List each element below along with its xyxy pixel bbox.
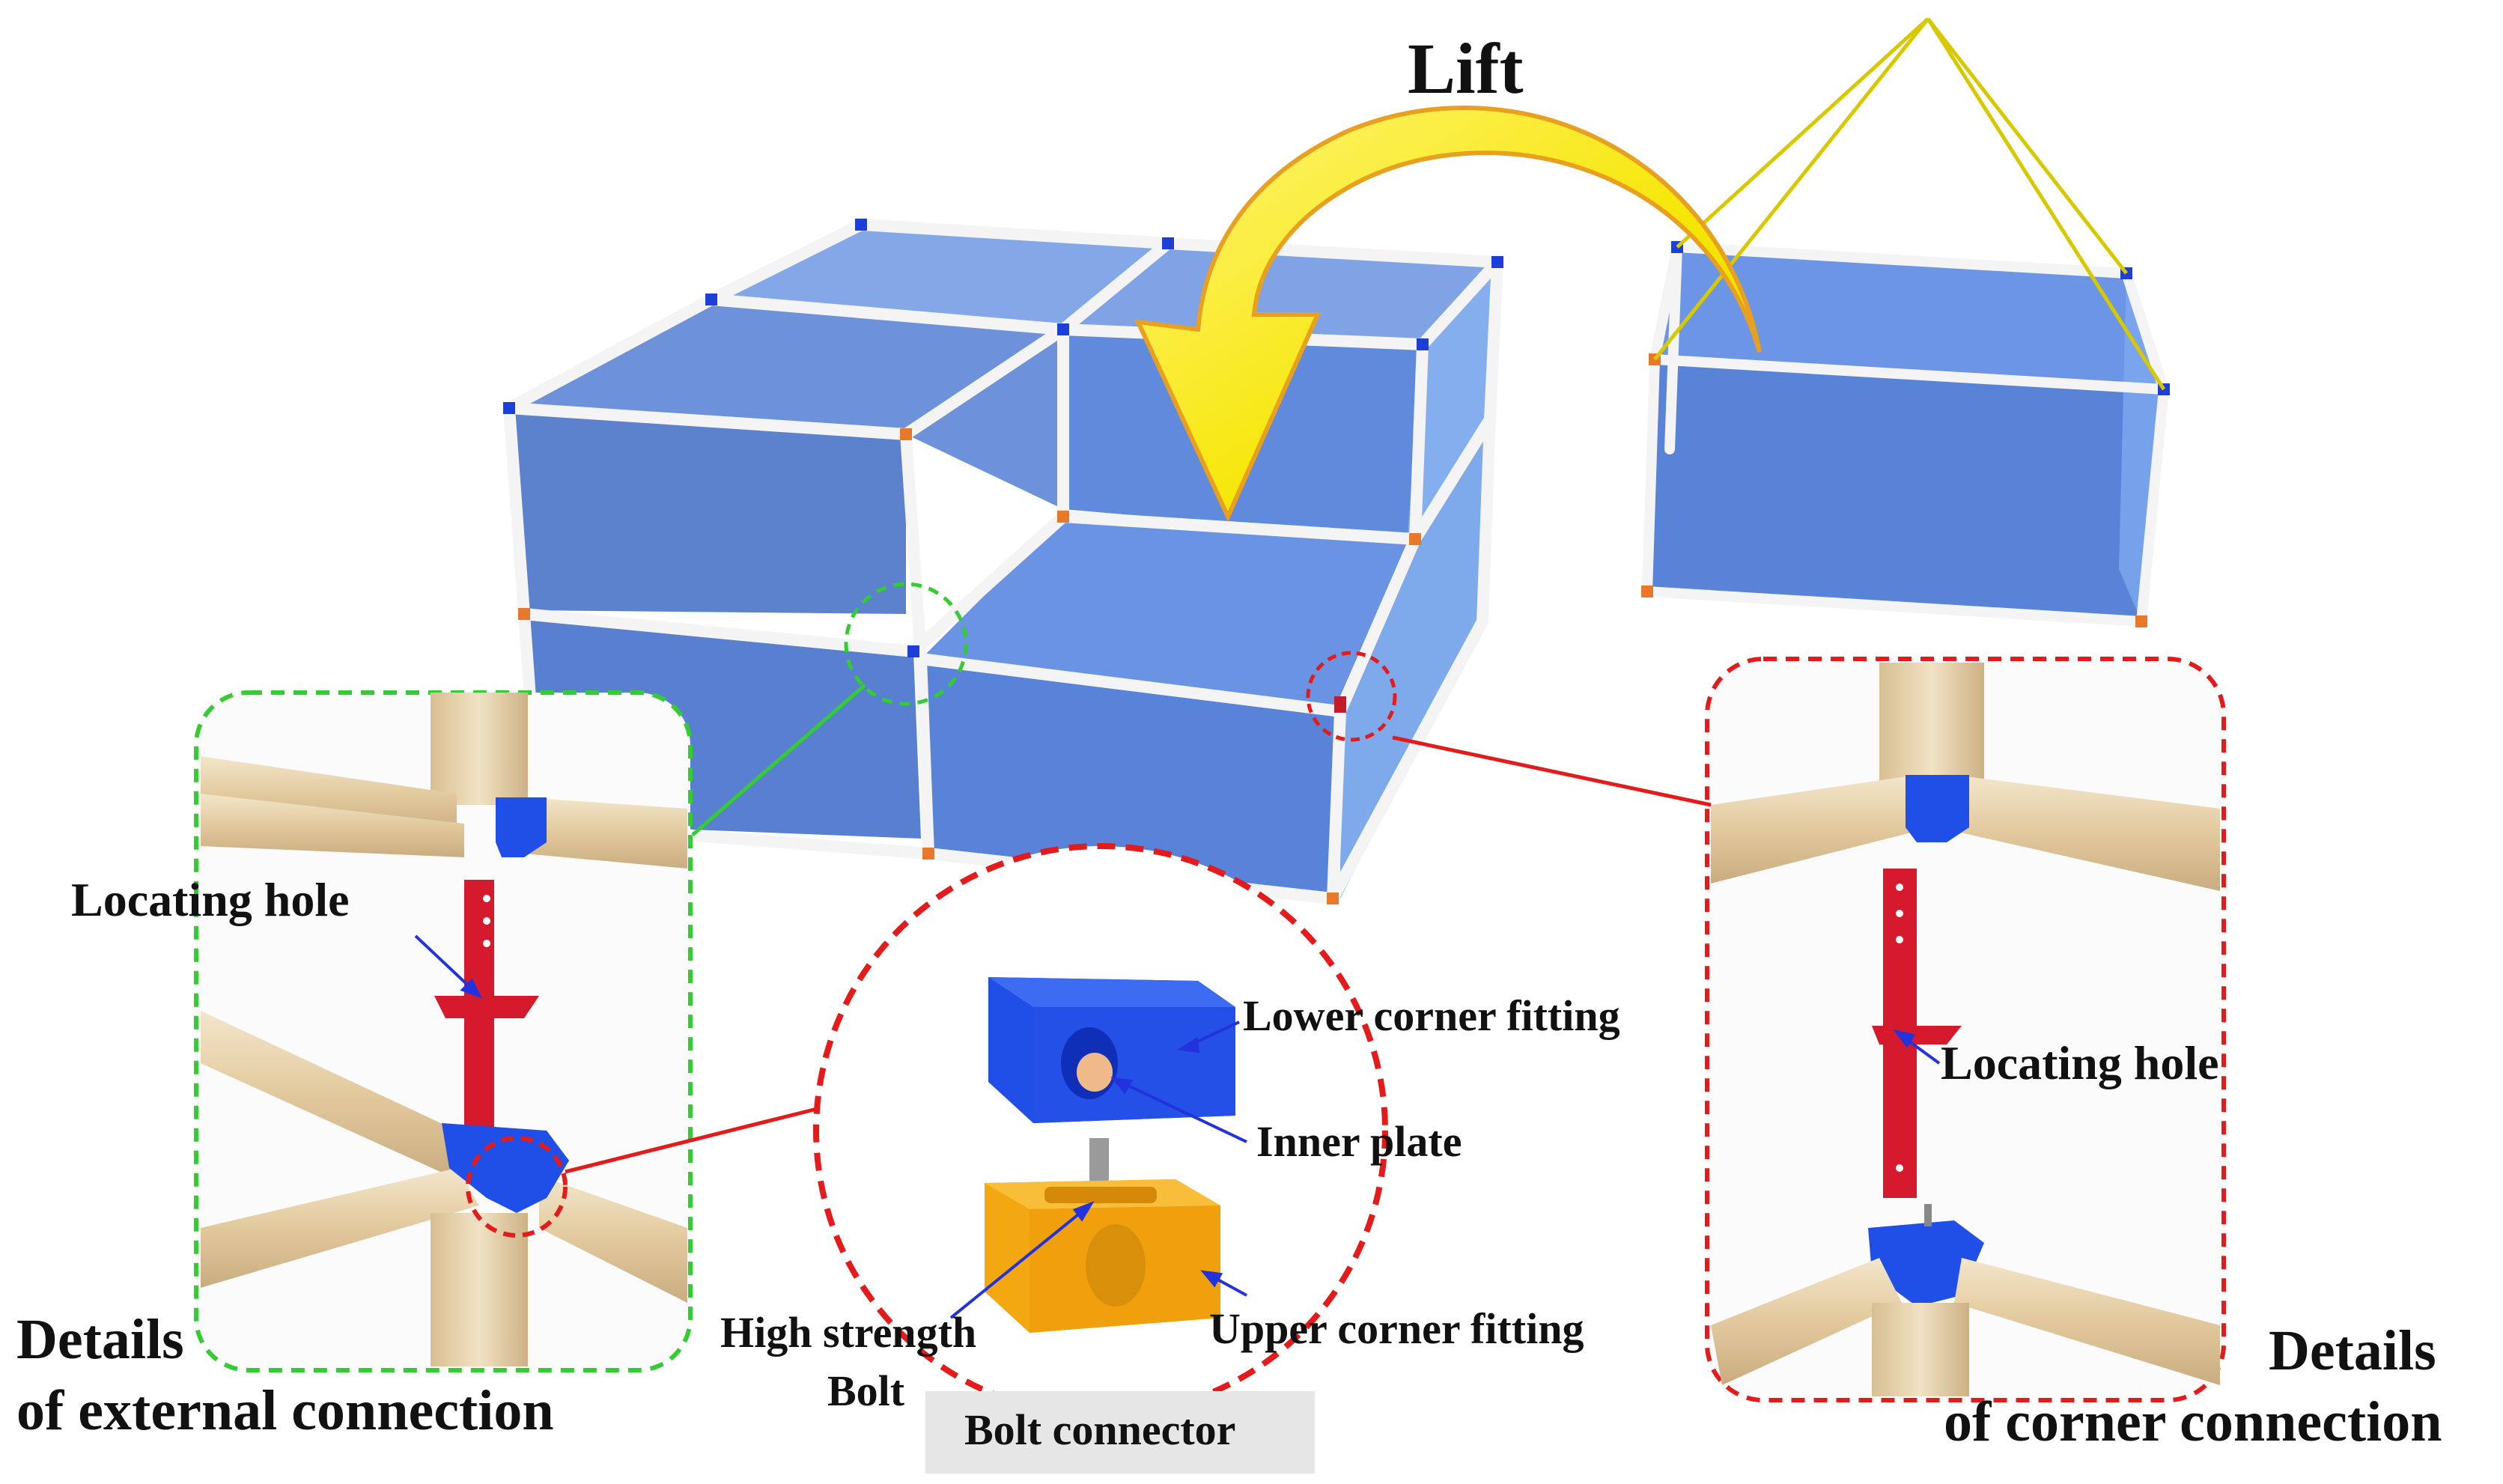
module-top-back-right: [1063, 243, 1497, 344]
module-corner-castings: [503, 219, 1503, 904]
external-leader-line: [691, 684, 866, 836]
module-upper-left-front: [509, 408, 906, 614]
details-corner-title: Details: [2269, 1319, 2436, 1382]
corner-leader-line: [1392, 735, 1712, 807]
details-corner-subtitle: of corner connection: [1944, 1390, 2442, 1453]
module-lower-right-side: [1340, 419, 1490, 898]
corner-detail-panel: [1705, 657, 2226, 1402]
module-lower-right: [921, 517, 1415, 711]
bolt-connector-caption: Bolt connector: [964, 1405, 1236, 1454]
bolt-connector-detail: [813, 843, 1388, 1418]
locating-hole-label-left: Locating hole: [71, 873, 350, 926]
inner-plate-label: Inner plate: [1256, 1117, 1462, 1166]
module-upper-left-back: [509, 299, 1063, 509]
external-source-circle: [844, 582, 968, 706]
module-assembly: [503, 218, 1503, 905]
details-external-title: Details: [16, 1308, 184, 1371]
corner-source-circle: [1306, 651, 1397, 742]
inner-plate: [1077, 1053, 1113, 1092]
bolt-connector-caption-box: [925, 1391, 1315, 1474]
bolt-label: Bolt: [827, 1366, 905, 1415]
bolt-leader-line: [565, 1106, 821, 1174]
details-external-subtitle: of external connection: [16, 1379, 554, 1442]
lifted-module: [1641, 17, 2171, 627]
pointer-arrows: [414, 934, 1941, 1319]
module-upper-right-side: [1408, 262, 1497, 539]
lift-arrow: [1134, 106, 1762, 523]
lifted-module-top: [1655, 247, 2164, 389]
high-strength-label: High strength: [720, 1308, 977, 1357]
upper-corner-fitting-label: Upper corner fitting: [1209, 1304, 1584, 1353]
locating-hole-label-right: Locating hole: [1941, 1036, 2219, 1089]
lifting-cables: [1653, 17, 2166, 391]
lifted-module-front: [1647, 359, 2164, 621]
external-detail-panel: [194, 690, 693, 1372]
module-lower-right-front: [921, 659, 1340, 898]
external-focus-circle: [466, 1136, 568, 1238]
lower-corner-fitting-label: Lower corner fitting: [1243, 991, 1620, 1040]
lift-label: Lift: [1408, 28, 1524, 109]
